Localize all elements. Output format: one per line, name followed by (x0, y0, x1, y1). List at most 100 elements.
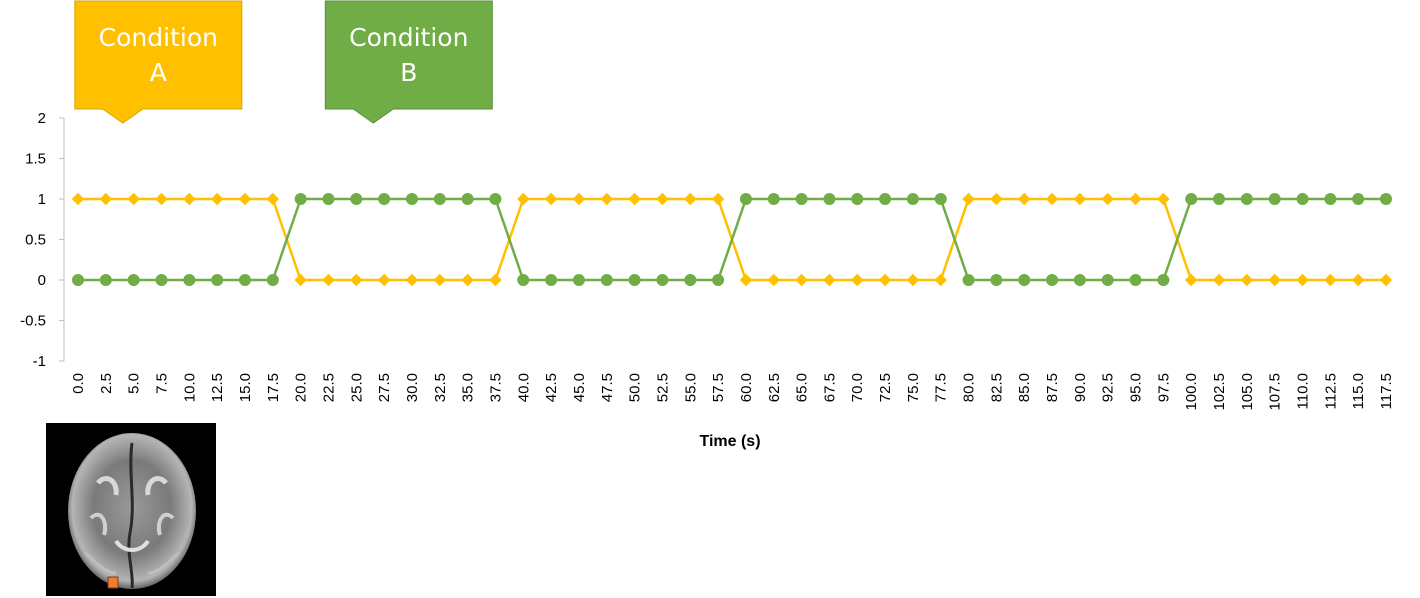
data-point-0 (1240, 273, 1254, 287)
series-line-1 (78, 197, 1387, 282)
data-point-0 (1379, 273, 1393, 287)
roi-marker (107, 576, 119, 589)
y-axis: 21.510.50-0.5-1 (20, 110, 65, 370)
x-tick-label: 25.0 (348, 373, 365, 402)
data-point-0 (1045, 192, 1059, 206)
x-tick-label: 10.0 (181, 373, 198, 402)
x-tick-label: 82.5 (988, 373, 1005, 402)
data-point-1 (127, 274, 140, 286)
data-point-0 (1073, 192, 1087, 206)
data-point-0 (1184, 273, 1198, 287)
data-point-0 (600, 192, 613, 206)
x-tick-label: 2.5 (98, 373, 115, 394)
data-point-1 (628, 274, 641, 286)
x-tick-label: 52.5 (654, 373, 671, 402)
data-point-0 (210, 192, 224, 206)
x-tick-label: 97.5 (1155, 373, 1172, 402)
x-tick-label: 87.5 (1044, 373, 1061, 402)
data-point-0 (266, 192, 280, 206)
x-tick-label: 42.5 (543, 373, 560, 402)
data-point-0 (127, 192, 140, 206)
x-tick-label: 35.0 (460, 373, 477, 402)
data-point-0 (405, 273, 419, 287)
x-tick-label: 15.0 (237, 373, 254, 402)
y-tick-label: 0 (38, 272, 46, 289)
data-point-0 (878, 273, 892, 287)
y-tick-label: 2 (38, 110, 46, 127)
x-tick-label: 75.0 (905, 373, 922, 402)
callout-label: Condition (349, 23, 468, 52)
data-point-1 (712, 274, 725, 286)
data-point-1 (461, 193, 474, 205)
data-point-0 (739, 273, 753, 287)
x-tick-label: 85.0 (1016, 373, 1033, 402)
data-point-0 (322, 273, 335, 287)
x-tick-label: 65.0 (794, 373, 811, 402)
data-point-0 (489, 273, 502, 287)
data-point-0 (962, 192, 975, 206)
x-tick-label: 62.5 (766, 373, 783, 402)
x-tick-label: 77.5 (933, 373, 950, 402)
x-tick-label: 20.0 (293, 373, 310, 402)
y-tick-label: 1 (38, 191, 46, 208)
data-point-0 (711, 192, 725, 206)
data-point-1 (879, 193, 892, 205)
x-tick-label: 17.5 (265, 373, 282, 402)
data-point-1 (1157, 274, 1170, 286)
data-point-0 (628, 192, 641, 206)
x-tick-label: 92.5 (1100, 373, 1117, 402)
data-point-0 (183, 192, 196, 206)
x-tick-label: 0.0 (70, 373, 87, 394)
data-point-0 (656, 192, 669, 206)
data-point-1 (795, 193, 808, 205)
y-tick-label: 0.5 (25, 232, 46, 249)
x-tick-label: 67.5 (821, 373, 838, 402)
data-point-1 (378, 193, 391, 205)
data-point-1 (155, 274, 168, 286)
data-point-0 (1296, 273, 1309, 287)
data-point-0 (1212, 273, 1226, 287)
x-tick-label: 90.0 (1072, 373, 1089, 402)
x-tick-label: 112.5 (1322, 373, 1339, 409)
data-point-0 (851, 273, 864, 287)
data-point-0 (1018, 192, 1031, 206)
data-point-0 (1268, 273, 1281, 287)
data-point-0 (1129, 192, 1142, 206)
callout-label: B (400, 58, 417, 87)
data-point-1 (1268, 193, 1281, 205)
data-point-1 (684, 274, 697, 286)
x-tick-label: 55.0 (682, 373, 699, 402)
data-point-1 (1129, 274, 1142, 286)
x-tick-label: 37.5 (487, 373, 504, 402)
data-point-1 (183, 274, 196, 286)
data-point-1 (572, 274, 585, 286)
x-tick-label: 40.0 (515, 373, 532, 402)
data-point-0 (433, 273, 446, 287)
data-point-1 (656, 274, 669, 286)
y-tick-label: -1 (33, 353, 46, 370)
x-tick-label: 80.0 (961, 373, 978, 402)
data-point-1 (433, 193, 446, 205)
callout-label: A (150, 58, 167, 87)
data-point-1 (517, 274, 530, 286)
x-tick-label: 105.0 (1239, 373, 1256, 411)
x-tick-label: 5.0 (126, 373, 143, 394)
data-point-1 (1240, 193, 1253, 205)
data-point-1 (72, 274, 84, 286)
data-point-0 (1351, 273, 1365, 287)
callout-condition-1 (324, 0, 493, 124)
data-point-1 (266, 274, 279, 286)
data-point-0 (934, 273, 947, 287)
x-tick-label: 107.5 (1267, 373, 1284, 411)
callout-condition-0 (74, 0, 243, 124)
data-point-0 (906, 273, 920, 287)
data-point-1 (600, 274, 613, 286)
data-point-1 (294, 193, 307, 205)
data-point-0 (572, 192, 586, 206)
x-tick-label: 57.5 (710, 373, 727, 402)
data-point-0 (350, 273, 363, 287)
x-tick-label: 50.0 (627, 373, 644, 402)
series-layer (71, 192, 1393, 287)
